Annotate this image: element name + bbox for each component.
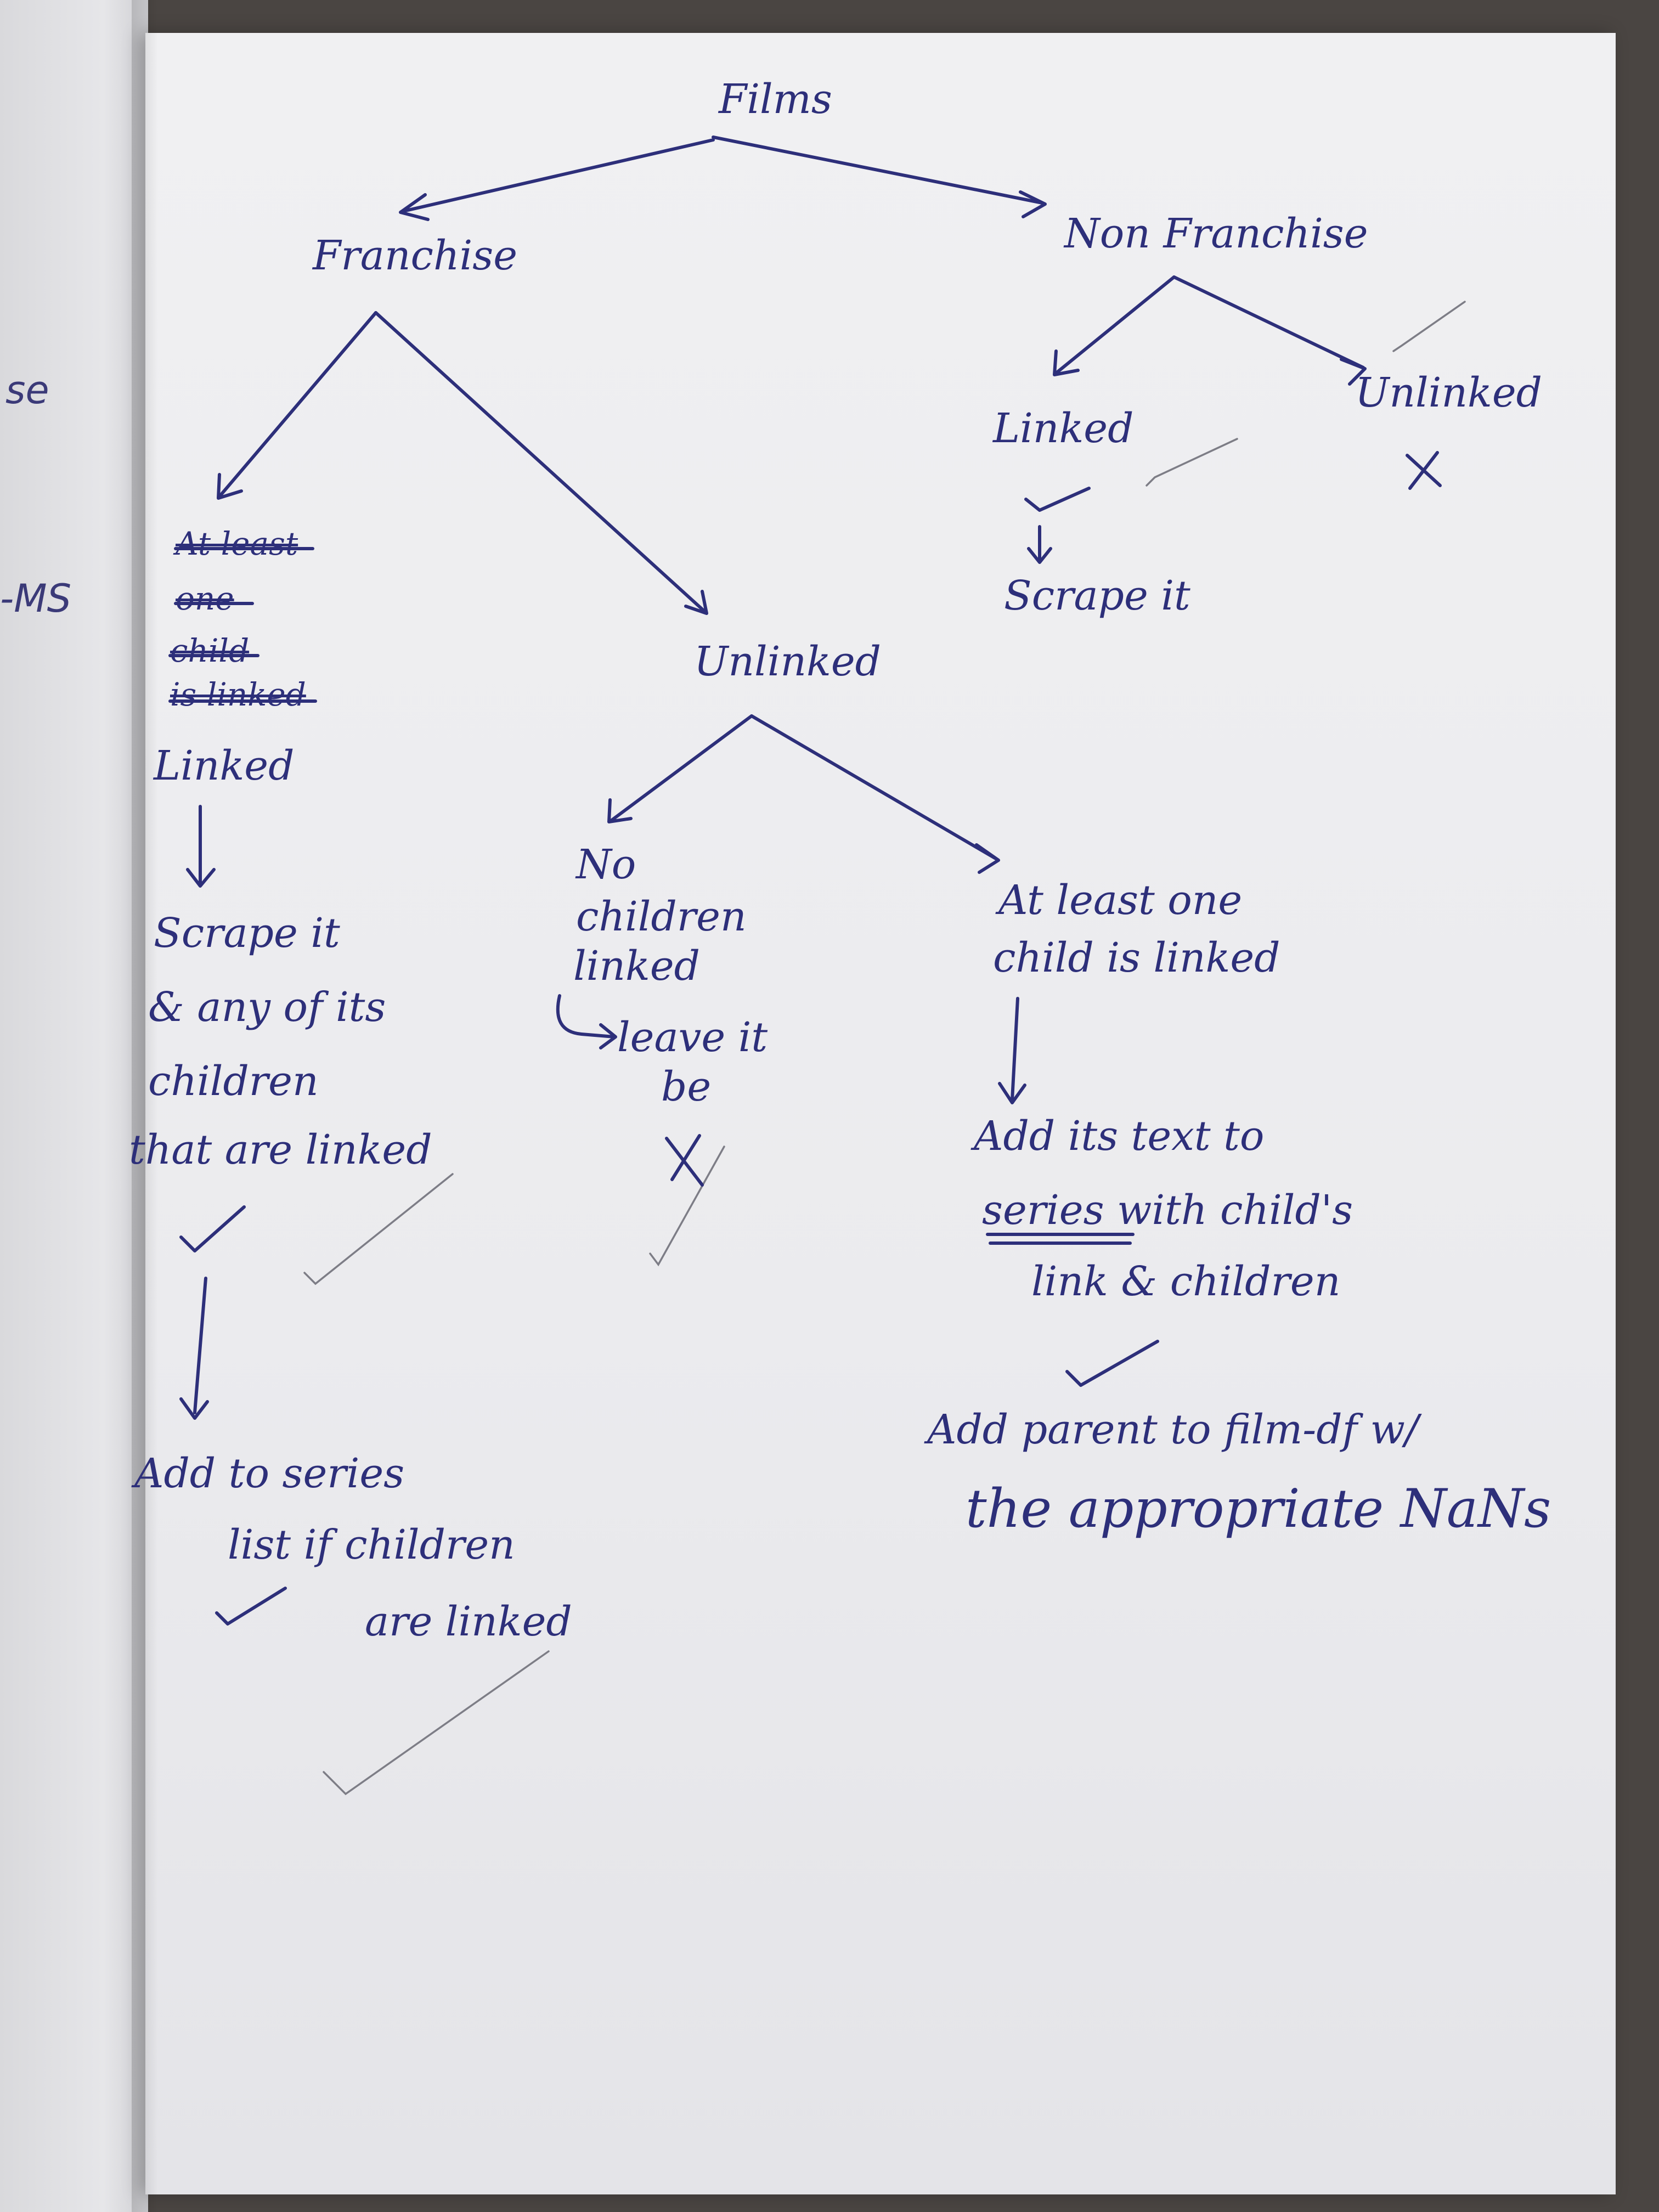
struck-note-line-4: is linked xyxy=(170,676,306,713)
arrowhead-franchise xyxy=(399,193,430,221)
pencil-tick-nf-linked xyxy=(1146,438,1238,487)
edge-franchise-linked xyxy=(218,311,377,498)
no-children-1: No xyxy=(576,841,636,888)
pencil-tick-nf-unlinked xyxy=(1392,301,1466,352)
f-linked-next-1: Add to series xyxy=(134,1450,405,1497)
pencil-tick-series-list xyxy=(323,1650,550,1796)
some-children-1: At least one xyxy=(998,877,1243,924)
node-nf-linked: Linked xyxy=(993,405,1134,452)
notebook-page xyxy=(145,33,1616,2194)
struck-note-line-3: child xyxy=(170,632,250,669)
edge-films-nonfranchise xyxy=(712,136,1044,205)
f-linked-action-4: that are linked xyxy=(129,1126,432,1173)
some-children-action-2: series with child's xyxy=(982,1187,1353,1234)
tick-series-list xyxy=(215,1587,287,1626)
edge-unlinked-nochildren xyxy=(610,714,753,822)
edge-franchise-unlinked xyxy=(374,311,707,613)
tick-nf-linked xyxy=(1024,487,1091,512)
arrowhead-unlinked-nochildren xyxy=(607,798,633,823)
no-children-3: linked xyxy=(573,943,700,990)
page-gutter xyxy=(132,0,165,2212)
no-children-action-1: leave it xyxy=(617,1014,768,1061)
pencil-tick-f-linked xyxy=(303,1173,454,1285)
some-children-next-2: the appropriate NaNs xyxy=(966,1478,1551,1539)
arrowhead-f-linked-series xyxy=(179,1397,209,1420)
edge-films-franchise xyxy=(402,138,715,213)
arrowhead-nonfranchise-unlinked xyxy=(1340,358,1367,386)
nf-linked-action: Scrape it xyxy=(1004,572,1190,619)
arrowhead-franchise-unlinked xyxy=(684,590,708,615)
f-linked-action-3: children xyxy=(148,1058,319,1105)
f-linked-action-1: Scrape it xyxy=(154,910,340,957)
some-children-next-1: Add parent to film-df w/ xyxy=(927,1406,1419,1453)
f-linked-next-3: are linked xyxy=(365,1598,572,1645)
arrowhead-f-linked-scrape xyxy=(186,868,216,888)
f-linked-action-2: & any of its xyxy=(148,984,386,1031)
arrowhead-somechildren-add xyxy=(998,1082,1026,1104)
no-children-action-2: be xyxy=(661,1063,712,1110)
some-children-action-3: link & children xyxy=(1031,1258,1341,1305)
cross-nochildren-b xyxy=(670,1134,701,1181)
node-films: Films xyxy=(719,76,832,123)
edge-nonfranchise-linked xyxy=(1054,275,1176,375)
struck-note-line-2: one xyxy=(176,580,234,617)
arrowhead-nonfranchise xyxy=(1019,190,1047,218)
previous-page: se -MS xyxy=(0,0,148,2212)
edge-nonfranchise-unlinked xyxy=(1172,275,1365,369)
arrowhead-nochildren-leave xyxy=(599,1023,617,1049)
arrowhead-nf-scrape xyxy=(1027,547,1052,564)
arrow-nochildren-leave xyxy=(556,994,616,1039)
arrow-f-linked-series xyxy=(193,1277,207,1414)
node-franchise: Franchise xyxy=(313,232,518,279)
margin-scrap-ms: -MS xyxy=(0,576,72,621)
arrowhead-franchise-linked xyxy=(217,473,243,500)
edge-unlinked-somechildren xyxy=(750,714,997,860)
margin-scrap-se: se xyxy=(5,368,49,413)
node-nf-unlinked: Unlinked xyxy=(1355,369,1543,416)
f-linked-next-2: list if children xyxy=(228,1521,515,1568)
node-non-franchise: Non Franchise xyxy=(1064,210,1368,257)
cross-nf-unlinked-b xyxy=(1408,451,1439,490)
arrowhead-unlinked-somechildren xyxy=(975,843,1000,874)
no-children-2: children xyxy=(576,893,747,940)
tick-f-linked xyxy=(179,1205,246,1252)
arrow-somechildren-add xyxy=(1011,997,1019,1102)
struck-note-line-1: At least xyxy=(176,525,298,562)
node-f-linked: Linked xyxy=(154,742,295,789)
some-children-action-1: Add its text to xyxy=(974,1113,1265,1160)
some-children-2: child is linked xyxy=(993,934,1280,981)
tick-somechildren xyxy=(1065,1340,1159,1387)
node-f-unlinked: Unlinked xyxy=(694,638,882,685)
arrowhead-nonfranchise-linked xyxy=(1053,349,1080,376)
